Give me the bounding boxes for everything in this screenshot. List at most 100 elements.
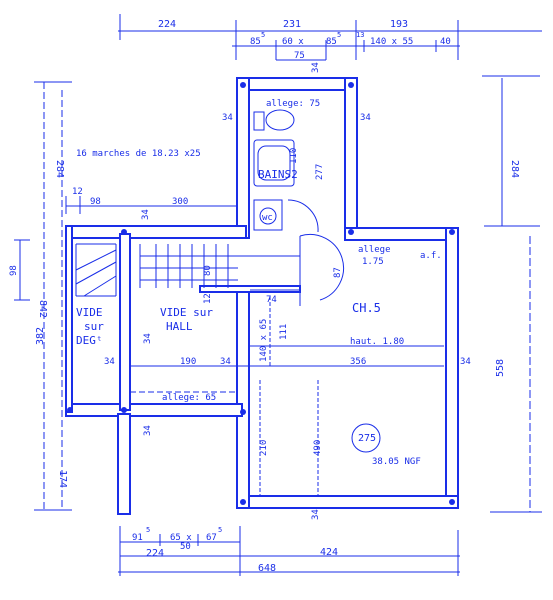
vide-degt-3: DEGᵗ	[76, 334, 103, 347]
vide-hall-2: HALL	[166, 320, 193, 333]
wall-degt-left	[65, 225, 73, 413]
dim-34-right: 34	[460, 357, 471, 367]
dim-382: 382	[35, 327, 46, 345]
dim-98-left: 98	[9, 265, 19, 276]
dim-490: 490	[313, 440, 323, 456]
dim-sup-5a: 5	[261, 31, 265, 39]
dim-34-top: 34	[311, 62, 321, 73]
wall-lower-left	[117, 413, 131, 515]
af-label: a.f.	[420, 251, 442, 261]
left-dimension-texts: 284 842 382 174 98 12 98 300 16 marches …	[9, 149, 201, 488]
wc-label: wc	[262, 213, 273, 223]
post	[121, 229, 127, 235]
right-dimension-lines	[482, 75, 542, 513]
dim-231-top: 231	[283, 19, 301, 30]
post	[67, 407, 73, 413]
dim-648: 648	[258, 563, 276, 574]
dim-34-bottom: 34	[311, 509, 321, 520]
wall-ch5-bottom	[236, 495, 459, 509]
dim-34-hall-l: 34	[104, 357, 115, 367]
post	[449, 229, 455, 235]
left-dimension-lines	[14, 81, 236, 512]
top-dimension-texts: 224 231 193 85 5 60 x 85 5 13 140 x 55 4…	[158, 19, 451, 73]
dim-140x65: 140 x 65	[259, 319, 269, 362]
dim-80: 80	[203, 265, 213, 276]
post	[449, 499, 455, 505]
dim-50: 50	[180, 542, 191, 552]
wall-bath-left	[236, 77, 250, 239]
dim-75: 75	[294, 51, 305, 61]
dim-98-top: 98	[90, 197, 101, 207]
dim-174: 174	[57, 470, 68, 488]
dim-74: 74	[266, 295, 277, 305]
top-dimension-lines	[118, 14, 542, 61]
stairs-note: 16 marches de 18.23 x25	[76, 149, 201, 159]
dim-284-right: 284	[509, 160, 520, 178]
dim-210: 210	[259, 440, 269, 456]
dim-12-left: 12	[72, 187, 83, 197]
bains-label: BAINS2	[258, 168, 298, 181]
level-circle-label: 275	[358, 433, 376, 444]
dim-140x55: 140 x 55	[370, 37, 413, 47]
post	[121, 407, 127, 413]
dim-67: 67	[206, 533, 217, 543]
wall-ledge	[199, 285, 301, 293]
dim-424: 424	[320, 547, 338, 558]
allege-right-label: allege	[358, 245, 391, 255]
wall-bath-top	[236, 77, 358, 91]
wall-hall-mid	[119, 233, 131, 411]
dim-sup-5c: 5	[146, 526, 150, 534]
dim-40: 40	[440, 37, 451, 47]
wall-bath-right	[344, 77, 358, 239]
allege-right-val: 1.75	[362, 257, 384, 267]
allege-mid-label: allege: 65	[162, 393, 216, 403]
post	[348, 229, 354, 235]
dim-87: 87	[333, 267, 343, 278]
level-circle	[351, 423, 381, 453]
dim-sup-5d: 5	[218, 526, 222, 534]
ngf-label: 38.05 NGF	[372, 457, 421, 467]
dim-sup-13: 13	[356, 31, 364, 39]
dim-558: 558	[495, 359, 506, 377]
dim-60x: 60 x	[282, 37, 304, 47]
dim-110: 110	[289, 148, 299, 164]
dim-34-hall: 34	[141, 209, 151, 220]
dim-190: 190	[180, 357, 196, 367]
dim-85-right: 85	[326, 37, 337, 47]
dim-sup-5b: 5	[337, 31, 341, 39]
wall-ch5-top	[344, 227, 459, 241]
room-labels: allege: 75 BAINS2 wc 110 277 34 34 34 VI…	[76, 99, 442, 467]
dim-224-top: 224	[158, 19, 176, 30]
dim-224-bottom: 224	[146, 548, 164, 559]
dim-34-bath-r: 34	[360, 113, 371, 123]
walls	[65, 77, 459, 515]
dim-34-hall-r: 34	[220, 357, 231, 367]
bottom-dimension-texts: 91 5 65 x 67 5 50 224 424 648 34	[132, 509, 338, 574]
post	[240, 82, 246, 88]
ch5-label: CH.5	[352, 301, 381, 315]
dim-277: 277	[315, 164, 325, 180]
bottom-dimension-lines	[118, 526, 460, 576]
dim-91: 91	[132, 533, 143, 543]
post	[240, 499, 246, 505]
wall-ch5-left	[236, 285, 250, 509]
dim-34-lower: 34	[143, 425, 153, 436]
dim-193-top: 193	[390, 19, 408, 30]
corner-posts	[67, 82, 455, 505]
interior-lines	[75, 109, 444, 496]
right-dimension-texts: 284 558 34	[460, 160, 520, 377]
wall-hall-bottom	[65, 403, 243, 417]
wall-ch5-right	[445, 227, 459, 509]
vide-hall-1: VIDE sur	[160, 306, 213, 319]
dim-65x: 65 x	[170, 533, 192, 543]
vide-degt-2: sur	[84, 320, 104, 333]
dim-314: 34	[143, 333, 153, 344]
dim-356: 356	[350, 357, 366, 367]
haut-label: haut. 1.80	[350, 337, 404, 347]
dim-85-left: 85	[250, 37, 261, 47]
wall-hall-top	[65, 225, 247, 239]
dim-12-mid: 12	[203, 293, 213, 304]
post	[240, 409, 246, 415]
dim-842: 842	[37, 300, 48, 318]
